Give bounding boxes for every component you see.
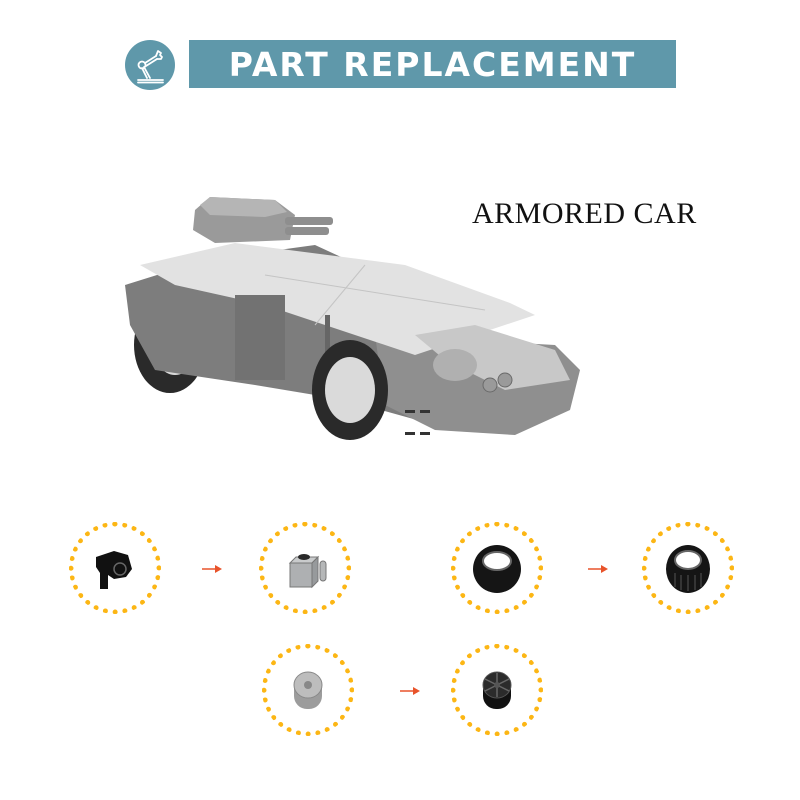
black-wheel-rim-spokes-icon: [482, 671, 512, 709]
product-name: ARMORED CAR: [472, 197, 697, 230]
black-tire-large-tread-icon: [473, 545, 521, 593]
arrow-right-icon: [400, 687, 420, 695]
armored-car-image: [125, 197, 580, 440]
robot-arm-icon: [125, 40, 175, 90]
replacement-part-from-2: [451, 522, 543, 614]
light-gray-wheel-rim-icon: [293, 671, 323, 709]
black-tire-ribbed-icon: [666, 545, 710, 593]
arrow-right-icon: [588, 565, 608, 573]
replacement-part-from-3: [262, 644, 354, 736]
replacement-part-to-1: [259, 522, 351, 614]
replacement-part-to-3: [451, 644, 543, 736]
replacement-part-from-1: [69, 522, 161, 614]
black-blaster-part-icon: [96, 551, 132, 589]
page-title-banner: PART REPLACEMENT: [189, 40, 676, 88]
page-title: PART REPLACEMENT: [228, 44, 637, 84]
replacement-part-to-2: [642, 522, 734, 614]
arrow-right-icon: [202, 565, 222, 573]
light-gray-brick-with-clip-icon: [288, 554, 327, 589]
